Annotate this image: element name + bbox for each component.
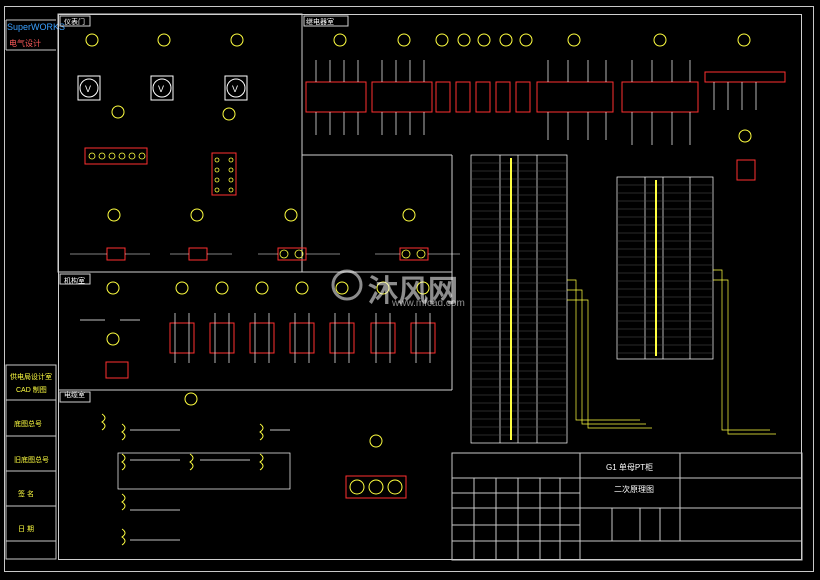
left-col-label-5: 签 名	[18, 491, 34, 498]
drawing-frame	[4, 6, 814, 572]
left-col-label-6: 日 期	[18, 526, 34, 533]
svg-text:V: V	[232, 84, 238, 94]
left-col-label-2: CAD 制图	[16, 387, 47, 394]
drawing-subtitle: 二次原理图	[614, 485, 654, 494]
left-col-label-4: 旧底图总号	[14, 457, 49, 464]
section-instrument-door: 仪表门	[64, 19, 85, 26]
svg-text:V: V	[158, 84, 164, 94]
watermark-url: www.mfcad.com	[392, 298, 465, 309]
brand-sub: 电气设计	[9, 39, 41, 48]
drawing-border	[58, 14, 802, 560]
svg-text:V: V	[85, 84, 91, 94]
section-cable-room: 电缆室	[64, 392, 85, 399]
watermark-text: 沐风网	[368, 275, 458, 308]
brand-name: SuperWORKS	[7, 22, 66, 32]
section-relay-room: 继电器室	[306, 19, 334, 26]
section-mechanism-room: 机构室	[64, 278, 85, 285]
left-col-label-1: 供电局设计室	[10, 374, 52, 381]
drawing-title: G1 单母PT柜	[606, 463, 654, 472]
left-col-label-3: 底图总号	[14, 421, 42, 428]
